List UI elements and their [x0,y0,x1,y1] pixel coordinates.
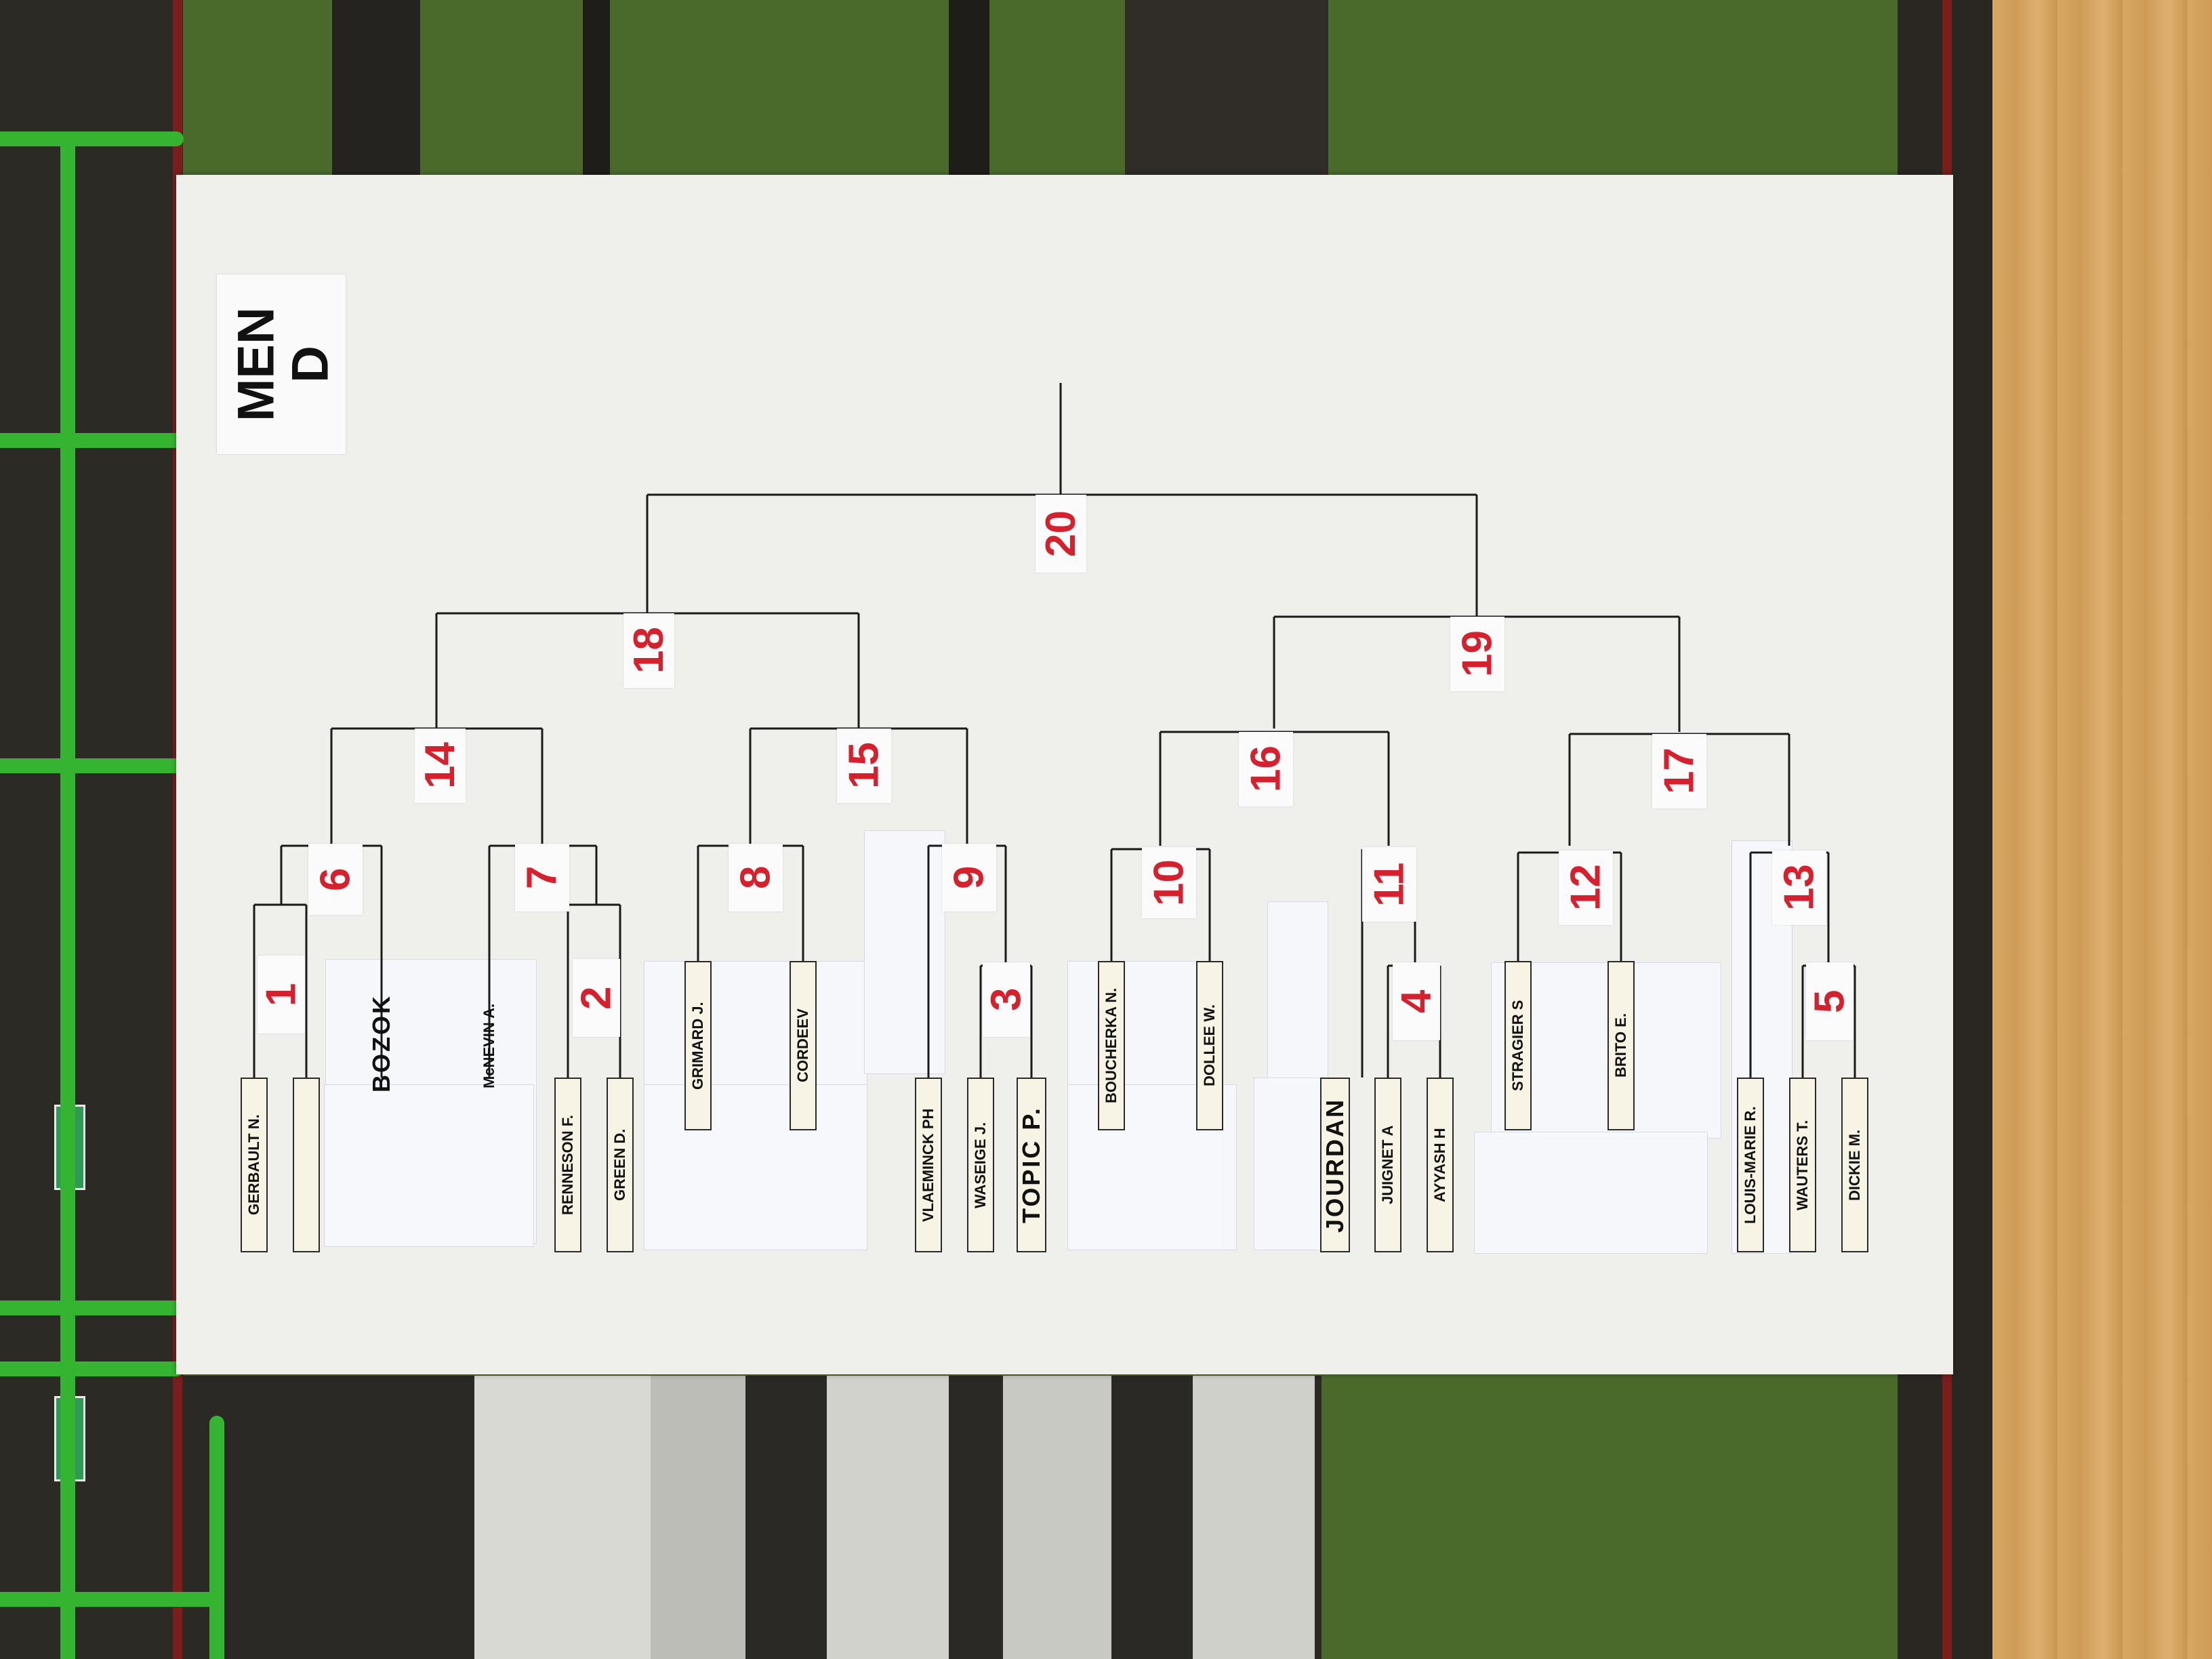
match-number: 4 [1393,962,1440,1040]
plastic-sleeve [864,830,945,1074]
player-name-tag: JOURDAN [1320,1078,1350,1252]
match-number: 20 [1036,495,1086,573]
dark-left-wall [0,0,183,1659]
wall-bottom-dark [183,1376,1322,1659]
match-number: 15 [837,729,891,803]
match-number: 18 [623,613,674,688]
player-name-tag: WASEIGE J. [967,1078,994,1252]
plastic-sleeve [644,1084,867,1250]
player-name-tag: DICKIE M. [1841,1078,1868,1252]
player-name-tag: JUIGNET A [1374,1078,1401,1252]
white-frame-3 [827,1376,949,1659]
match-number: 8 [729,844,783,912]
match-number: 16 [1239,732,1293,806]
player-name-tag: BOUCHERKA N. [1098,961,1125,1130]
plastic-sleeve [324,1084,534,1247]
player-name-tag: RENNESON F. [554,1078,581,1252]
wall-panel-dark-1 [332,0,420,176]
match-number: 19 [1450,617,1504,691]
plastic-sleeve [1267,901,1328,1084]
player-name-tag: AYYASH H [1427,1078,1454,1252]
white-frame-5 [1193,1376,1315,1659]
match-number: 5 [1806,962,1853,1040]
player-name-tag: WAUTERS T. [1789,1078,1816,1252]
match-number: 17 [1652,734,1706,808]
player-name-tag: STRAGIER S [1504,961,1532,1130]
player-name-tag: McNEVIN A. [480,1003,497,1088]
wooden-floor [1992,0,2212,1659]
player-name-tag: BRITO E. [1607,961,1635,1130]
white-frame-1 [474,1376,651,1659]
match-number: 6 [308,844,363,915]
player-name-tag: GRIMARD J. [684,961,712,1130]
player-name-tag [293,1078,320,1252]
player-name-tag: TOPIC P. [1017,1078,1046,1252]
plastic-sleeve [1474,1132,1708,1254]
player-name-tag: CORDEEV [790,961,817,1130]
match-number: 10 [1142,847,1196,918]
match-number: 2 [573,959,620,1037]
player-name-tag: DOLLEE W. [1196,961,1223,1130]
match-number: 3 [983,962,1030,1037]
category-card: MEN D [217,274,346,454]
player-name-tag: VLAEMINCK PH [915,1078,942,1252]
match-number: 12 [1559,851,1613,925]
wall-panel-dark-2 [583,0,610,176]
match-number: 13 [1772,851,1826,925]
match-number: 11 [1362,847,1416,922]
plastic-sleeve [1254,1078,1328,1250]
player-name-tag: GREEN D. [607,1078,634,1252]
player-name-tag: BOZOK [367,994,395,1093]
match-number: 1 [258,956,305,1033]
match-number: 14 [415,729,466,803]
player-name-tag: LOUIS-MARIE R. [1737,1078,1764,1252]
white-frame-4 [1003,1376,1111,1659]
player-name-tag: GERBAULT N. [241,1078,268,1252]
wall-panel-dark-4 [1125,0,1328,176]
white-frame-2 [651,1376,745,1659]
wall-panel-dark-3 [949,0,989,176]
match-number: 7 [515,844,569,912]
match-number: 9 [942,844,996,912]
